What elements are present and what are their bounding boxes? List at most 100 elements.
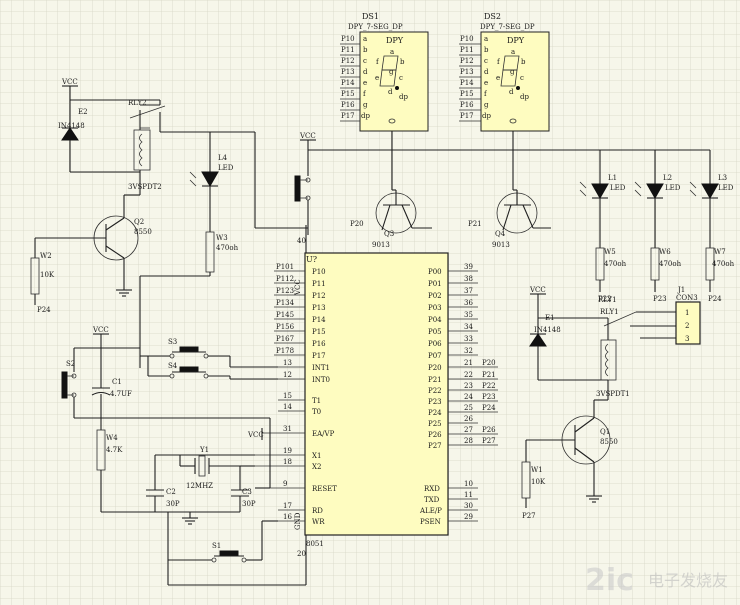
svg-text:P156: P156 [276, 323, 295, 331]
ds2-digit-outline [500, 55, 520, 87]
svg-text:9: 9 [283, 480, 287, 488]
crystal-y1[interactable]: Y1 12MHZ [179, 446, 240, 490]
svg-text:RLY1: RLY1 [600, 308, 619, 316]
mcu-chip[interactable]: U? 8051 40 20 VCC GND [294, 237, 449, 558]
svg-text:ALE/P: ALE/P [419, 507, 442, 515]
svg-text:39: 39 [464, 263, 473, 271]
svg-text:X2: X2 [312, 463, 321, 471]
capacitor-c1[interactable]: C1 4.7UF [91, 348, 132, 418]
svg-text:P00: P00 [428, 268, 442, 276]
svg-text:W4: W4 [106, 434, 118, 442]
led-l4[interactable]: L4 LED [189, 132, 234, 188]
svg-text:e: e [484, 79, 488, 87]
svg-text:d: d [388, 88, 393, 96]
svg-text:C3: C3 [242, 488, 252, 496]
svg-text:19: 19 [283, 447, 292, 455]
svg-text:P20: P20 [350, 220, 364, 228]
relay-rly2[interactable]: RLY2 3VSPDT2 [128, 99, 166, 191]
svg-text:b: b [484, 46, 489, 54]
button-s4[interactable]: S4 [148, 362, 230, 379]
svg-text:P24: P24 [37, 306, 51, 314]
vcc-left: VCC [61, 78, 78, 100]
transistor-q4[interactable]: P21 Q4 9013 [468, 190, 538, 249]
svg-text:P26: P26 [428, 431, 442, 439]
switch-s2[interactable]: S2 [61, 360, 77, 399]
svg-text:f: f [484, 90, 488, 98]
svg-text:S1: S1 [212, 542, 221, 550]
top-switch[interactable] [294, 175, 311, 202]
connector-j1[interactable]: J1 CON3 1 2 3 [675, 286, 701, 345]
transistor-q2[interactable]: Q2 8550 [80, 215, 152, 261]
resistor-w2[interactable]: W2 10K P24 [30, 237, 80, 314]
display-ds1[interactable]: DS1 DPY_7-SEG_DP DPY ab cd ef gdp ab cd … [340, 12, 429, 132]
svg-text:P22: P22 [482, 382, 496, 390]
ground-crystal [182, 517, 198, 525]
svg-text:P123: P123 [276, 287, 294, 295]
svg-text:470oh: 470oh [604, 260, 627, 268]
button-s3[interactable]: S3 [140, 338, 230, 359]
svg-text:L4: L4 [218, 154, 228, 162]
svg-text:P22: P22 [598, 295, 612, 303]
pin-p00: P00 39 [428, 263, 478, 276]
svg-text:P23: P23 [653, 295, 667, 303]
ds1-seg-letters: ab cd ef gdp ab cd ef gdp [361, 35, 408, 120]
svg-text:14: 14 [283, 403, 292, 411]
capacitor-c2[interactable]: C2 30P [146, 488, 180, 512]
transistor-q1[interactable]: Q1 8550 [526, 415, 618, 465]
svg-text:24: 24 [464, 393, 473, 401]
svg-text:36: 36 [464, 299, 473, 307]
svg-text:Q4: Q4 [495, 230, 506, 238]
led-l2[interactable]: L2 LED W6 470oh P23 [634, 150, 682, 303]
relay-rly1[interactable]: RLY1 RLY1 3VSPDT1 [596, 296, 637, 398]
svg-text:2ic: 2ic [585, 563, 634, 598]
svg-text:31: 31 [283, 425, 292, 433]
display-ds2[interactable]: DS2 DPY_7-SEG_DP DPY ab cd ef gdp ab cd … [459, 12, 550, 132]
svg-text:DPY: DPY [507, 36, 525, 45]
diode-e1[interactable]: E1 IN4148 [529, 314, 561, 380]
resistor-w1[interactable]: W1 10K P27 [521, 440, 546, 520]
svg-text:4.7K: 4.7K [106, 446, 123, 454]
svg-text:CON3: CON3 [676, 294, 698, 302]
led-l3[interactable]: L3 LED W7 470oh P24 [689, 150, 735, 303]
svg-text:15: 15 [283, 392, 292, 400]
svg-text:P23: P23 [482, 393, 496, 401]
svg-text:35: 35 [464, 311, 473, 319]
svg-text:S2: S2 [66, 360, 75, 368]
svg-text:E1: E1 [545, 314, 555, 322]
svg-text:P14: P14 [460, 79, 474, 87]
svg-text:d: d [484, 68, 489, 76]
svg-text:P21: P21 [468, 220, 482, 228]
svg-text:dp: dp [361, 112, 370, 120]
svg-text:Y1: Y1 [199, 446, 209, 454]
diode-e2[interactable]: E2 IN4148 [58, 100, 88, 172]
svg-text:DPY_7-SEG_DP: DPY_7-SEG_DP [348, 23, 403, 31]
transistor-q3[interactable]: P20 Q3 9013 [350, 190, 417, 249]
svg-text:470oh: 470oh [216, 244, 239, 252]
capacitor-c3[interactable]: C3 30P [231, 488, 256, 512]
svg-text:P15: P15 [460, 90, 474, 98]
svg-text:10: 10 [464, 480, 473, 488]
svg-text:17: 17 [283, 502, 292, 510]
button-s1[interactable]: S1 [168, 542, 262, 563]
svg-text:P20: P20 [428, 364, 442, 372]
led-l1[interactable]: L1 LED W5 470oh P22 [579, 150, 627, 303]
svg-text:DS1: DS1 [362, 12, 379, 21]
svg-text:b: b [363, 46, 368, 54]
mcu-pin20: 20 [297, 550, 306, 558]
svg-text:INT1: INT1 [312, 364, 330, 372]
svg-text:S3: S3 [168, 338, 177, 346]
